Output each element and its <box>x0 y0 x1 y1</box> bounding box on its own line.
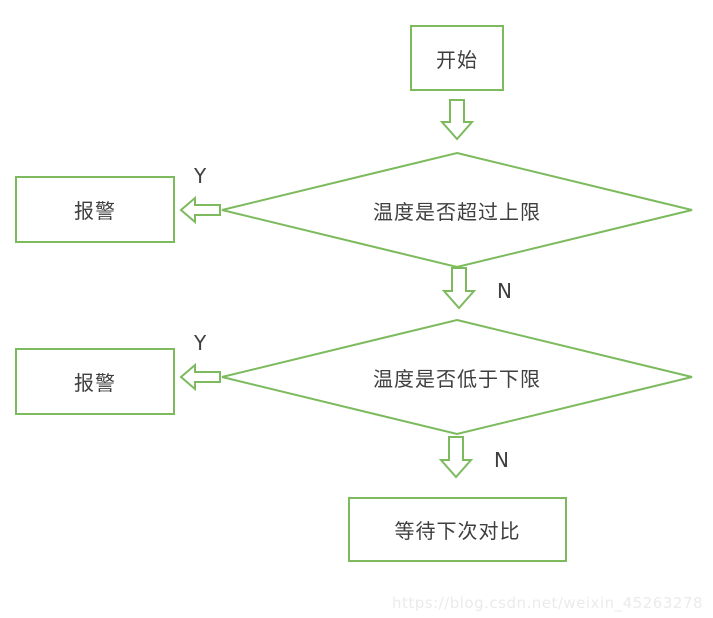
alarm-upper-node: 报警 <box>15 176 175 243</box>
start-node-label: 开始 <box>436 47 478 72</box>
wait-node-label: 等待下次对比 <box>394 519 521 543</box>
alarm-upper-node-label: 报警 <box>74 199 116 223</box>
alarm-lower-node: 报警 <box>15 348 175 415</box>
decision-lower-label-wrap: 温度是否低于下限 <box>222 320 692 434</box>
watermark-url: https://blog.csdn.net/weixin_45263278 <box>391 594 703 612</box>
decision-upper-label: 温度是否超过上限 <box>373 199 541 224</box>
decision-lower-label: 温度是否低于下限 <box>373 366 541 391</box>
decision-upper-no-label: N <box>497 279 512 303</box>
decision-lower-no-label: N <box>494 448 509 472</box>
decision-upper-yes-label: Y <box>194 164 207 188</box>
start-node: 开始 <box>410 25 504 91</box>
alarm-lower-node-label: 报警 <box>74 371 116 395</box>
down-arrow-icon <box>441 267 477 310</box>
left-arrow-icon <box>179 362 221 392</box>
decision-lower-diamond <box>221 318 693 436</box>
down-arrow-icon <box>439 99 475 141</box>
left-arrow-icon <box>179 195 221 225</box>
down-arrow-icon <box>438 436 474 479</box>
wait-node: 等待下次对比 <box>348 497 567 562</box>
decision-lower-yes-label: Y <box>194 331 207 355</box>
decision-upper-label-wrap: 温度是否超过上限 <box>222 153 692 267</box>
